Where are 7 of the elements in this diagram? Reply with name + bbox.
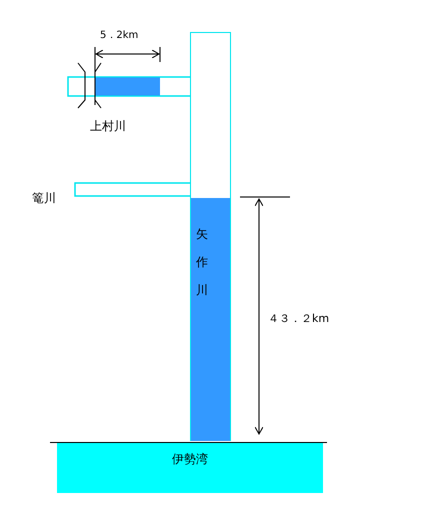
river-name: 上村川: [90, 118, 126, 135]
river-name: 篭川: [32, 190, 56, 207]
river-name: 矢作川: [194, 218, 210, 302]
distance-label: 5．2km: [100, 29, 138, 42]
river-channel: [190, 32, 231, 441]
bay-name: 伊勢湾: [171, 451, 209, 468]
distance-label: ４３．２km: [268, 311, 330, 326]
